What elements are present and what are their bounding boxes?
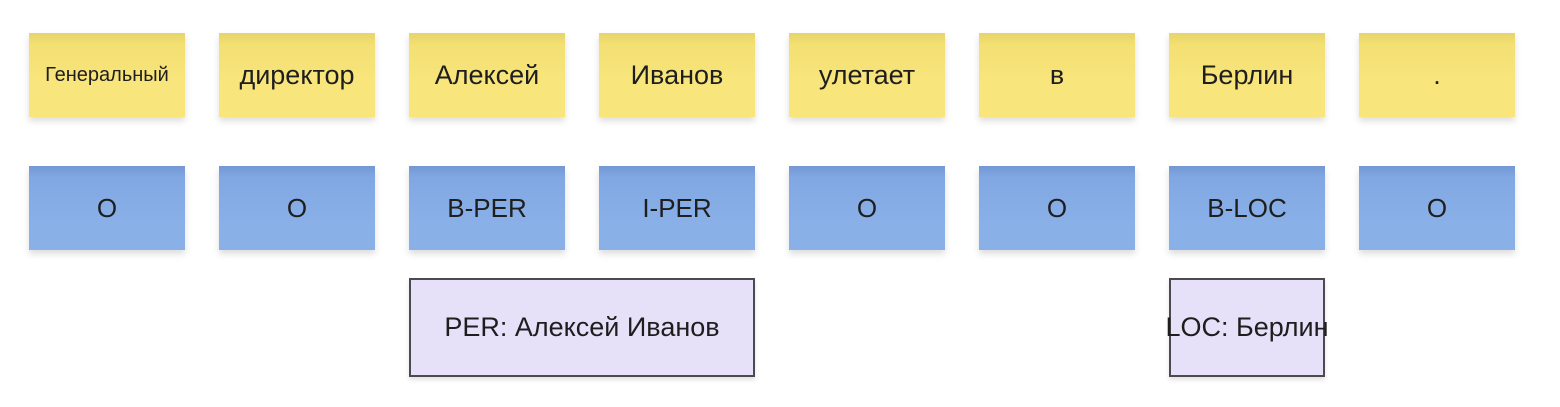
tag-text: O <box>286 192 308 223</box>
tokens-row: Генеральный директор Алексей Иванов улет… <box>0 33 1560 117</box>
token-text: директор <box>239 59 355 90</box>
token-note[interactable]: Берлин <box>1169 33 1325 117</box>
token-note[interactable]: в <box>979 33 1135 117</box>
token-text: Алексей <box>434 59 540 90</box>
tag-note[interactable]: O <box>789 166 945 250</box>
token-text: в <box>1049 59 1065 90</box>
token-text: Берлин <box>1200 59 1294 90</box>
token-note[interactable]: . <box>1359 33 1515 117</box>
token-text: Генеральный <box>45 63 169 86</box>
tags-row: O O B-PER I-PER O O B-LOC O <box>0 166 1560 250</box>
token-text: улетает <box>818 59 916 90</box>
token-text: Иванов <box>630 59 724 90</box>
entity-label: PER: Алексей Иванов <box>444 312 720 342</box>
tag-note[interactable]: B-PER <box>409 166 565 250</box>
tag-note[interactable]: I-PER <box>599 166 755 250</box>
tag-note[interactable]: O <box>979 166 1135 250</box>
tag-note[interactable]: B-LOC <box>1169 166 1325 250</box>
entities-row: PER: Алексей Иванов LOC: Берлин <box>0 278 1560 377</box>
token-note[interactable]: улетает <box>789 33 945 117</box>
token-note[interactable]: Иванов <box>599 33 755 117</box>
entity-box-per[interactable]: PER: Алексей Иванов <box>409 278 755 377</box>
tag-text: O <box>856 192 878 223</box>
tag-text: B-LOC <box>1207 192 1287 223</box>
token-note[interactable]: Генеральный <box>29 33 185 117</box>
tag-text: O <box>1046 192 1068 223</box>
tag-text: O <box>96 192 118 223</box>
entity-label: LOC: Берлин <box>1165 312 1329 342</box>
token-note[interactable]: директор <box>219 33 375 117</box>
tag-note[interactable]: O <box>219 166 375 250</box>
tag-note[interactable]: O <box>29 166 185 250</box>
tag-text: I-PER <box>642 192 712 223</box>
token-text: . <box>1433 59 1441 90</box>
tag-text: O <box>1426 192 1448 223</box>
tag-note[interactable]: O <box>1359 166 1515 250</box>
token-note[interactable]: Алексей <box>409 33 565 117</box>
tag-text: B-PER <box>447 192 527 223</box>
entity-box-loc[interactable]: LOC: Берлин <box>1165 278 1329 377</box>
